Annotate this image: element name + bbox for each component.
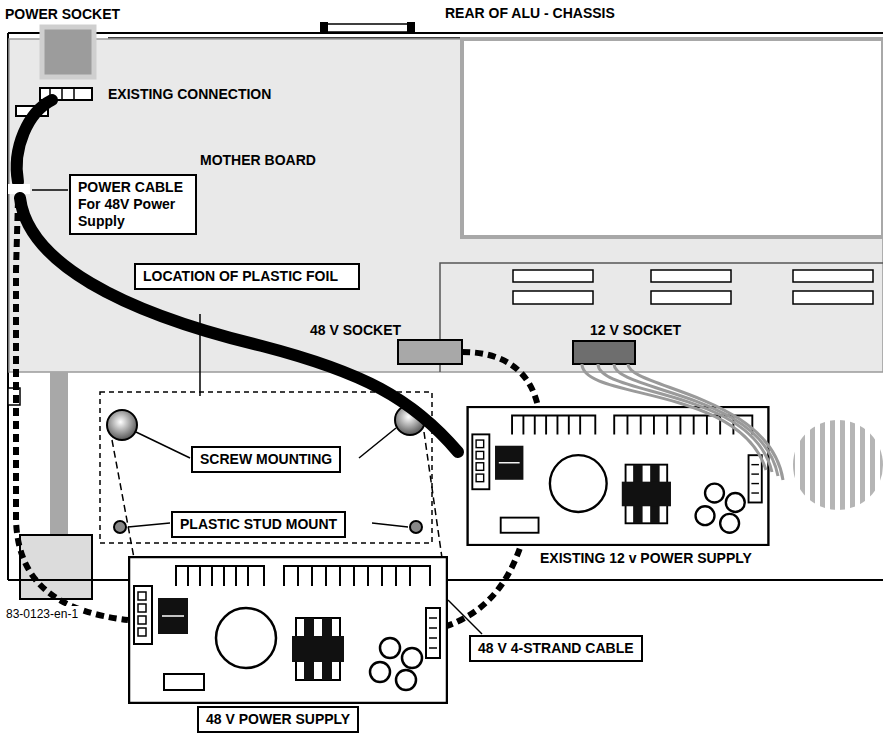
part-label: MOTHER BOARD xyxy=(198,152,318,168)
figure-number: 83-0123-en-1 xyxy=(4,606,80,622)
callout-text: POWER CABLE For 48V Power Supply xyxy=(78,179,188,230)
part-label: 48 V SOCKET xyxy=(308,322,403,338)
part-label: 12 V SOCKET xyxy=(588,322,683,338)
callout-box: LOCATION OF PLASTIC FOIL xyxy=(134,263,360,290)
callout-text: 48 V 4-STRAND CABLE xyxy=(478,640,634,657)
part-label: EXISTING 12 v POWER SUPPLY xyxy=(538,550,754,566)
callout-text: PLASTIC STUD MOUNT xyxy=(180,516,337,533)
callout-text: SCREW MOUNTING xyxy=(200,451,332,468)
part-label: REAR OF ALU - CHASSIS xyxy=(443,5,617,21)
callout-box: PLASTIC STUD MOUNT xyxy=(171,511,346,538)
callout-box: 48 V 4-STRAND CABLE xyxy=(469,635,643,662)
callout-box: SCREW MOUNTING xyxy=(191,446,341,473)
callout-text: 48 V POWER SUPPLY xyxy=(206,711,350,728)
callout-box: POWER CABLE For 48V Power Supply xyxy=(69,174,197,235)
part-label: EXISTING CONNECTION xyxy=(106,86,273,102)
callout-text: LOCATION OF PLASTIC FOIL xyxy=(143,268,351,285)
part-label: POWER SOCKET xyxy=(3,6,122,22)
callout-box: 48 V POWER SUPPLY xyxy=(197,706,359,733)
